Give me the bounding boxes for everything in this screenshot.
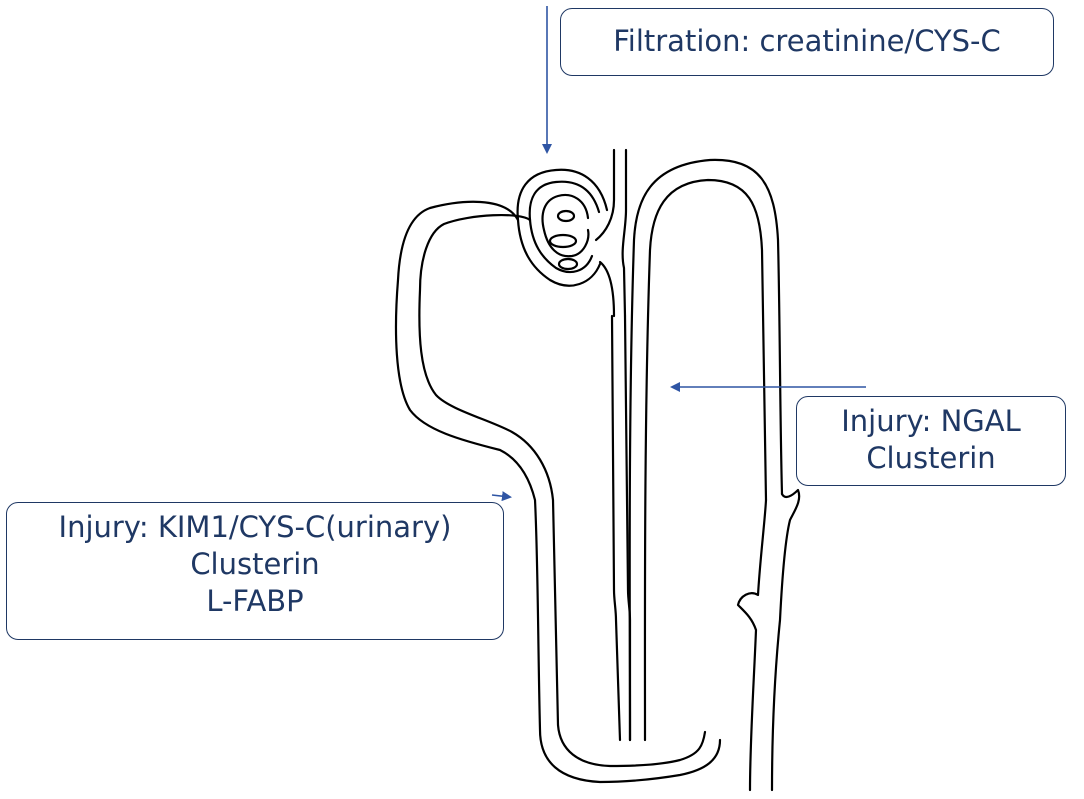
ascending-limb-left xyxy=(610,314,622,742)
ngal-label-line1: Injury: NGAL xyxy=(841,404,1021,438)
glomerulus xyxy=(516,168,609,287)
nephron-outline xyxy=(394,148,801,792)
filtration-label: Filtration: creatinine/CYS-C xyxy=(613,24,1001,58)
ascending-limb-right xyxy=(623,314,632,742)
kim1-label-line3: L-FABP xyxy=(206,584,304,618)
proximal-tubule-inner xyxy=(418,213,707,768)
kim1-label-line2: Clusterin xyxy=(190,547,320,581)
kim1-label-box: Injury: KIM1/CYS-C(urinary) Clusterin L-… xyxy=(6,502,504,640)
vessels xyxy=(594,148,628,318)
filtration-label-box: Filtration: creatinine/CYS-C xyxy=(560,8,1054,76)
loop-of-henle-outer xyxy=(628,158,784,742)
kim1-label-line1: Injury: KIM1/CYS-C(urinary) xyxy=(58,510,452,544)
collecting-duct xyxy=(770,488,801,792)
ngal-label-line2: Clusterin xyxy=(866,441,996,475)
arrow-right-icon xyxy=(491,491,512,502)
ngal-label-box: Injury: NGAL Clusterin xyxy=(796,396,1066,486)
proximal-tubule-outer xyxy=(394,200,722,784)
collecting-duct-inner xyxy=(736,498,768,792)
loop-of-henle-inner xyxy=(643,178,768,742)
